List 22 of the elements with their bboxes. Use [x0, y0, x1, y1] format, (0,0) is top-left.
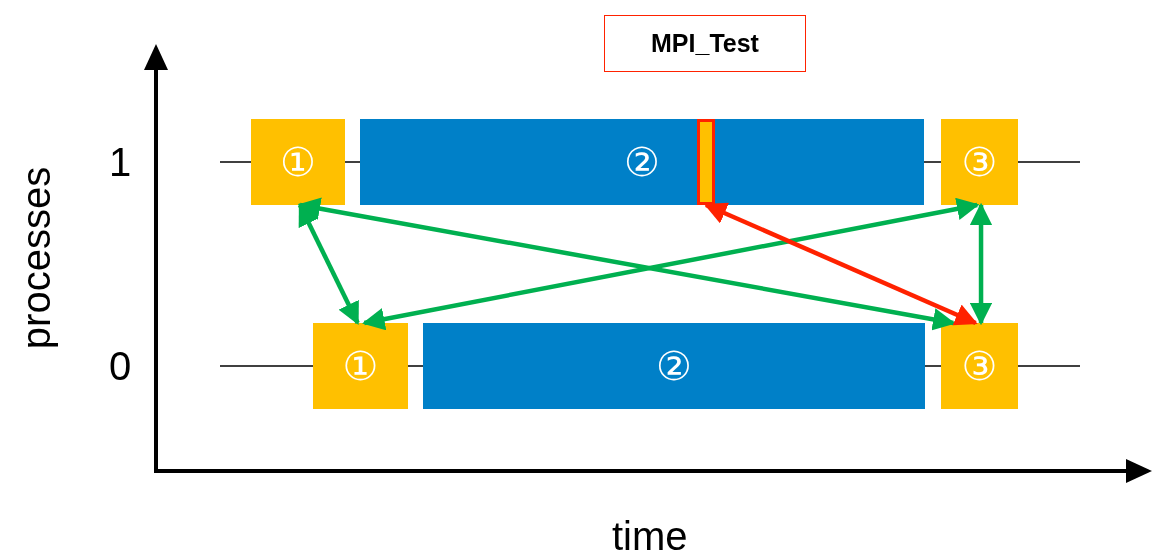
process-rank-label: 0 — [109, 346, 132, 386]
function-name: MPI_Test — [651, 31, 759, 56]
double-arrow — [969, 202, 993, 326]
double-arrow — [703, 202, 978, 326]
phase-box — [251, 119, 345, 205]
phase-box — [313, 323, 408, 409]
phase-box — [941, 323, 1018, 409]
step-number: ① — [280, 142, 316, 182]
axis-title: processes — [16, 166, 57, 350]
step-number: ③ — [961, 346, 998, 386]
function-label-box — [604, 15, 806, 72]
step-number: ③ — [961, 142, 998, 182]
process-rank-label: 1 — [109, 142, 132, 182]
phase-box — [941, 119, 1018, 205]
step-number: ① — [342, 346, 379, 386]
axis-title: time — [612, 516, 688, 556]
step-number: ② — [656, 346, 692, 386]
double-arrow — [297, 203, 360, 325]
step-number: ② — [624, 142, 660, 182]
compute-bar — [423, 323, 925, 409]
test-marker — [697, 119, 715, 205]
compute-bar — [360, 119, 924, 205]
